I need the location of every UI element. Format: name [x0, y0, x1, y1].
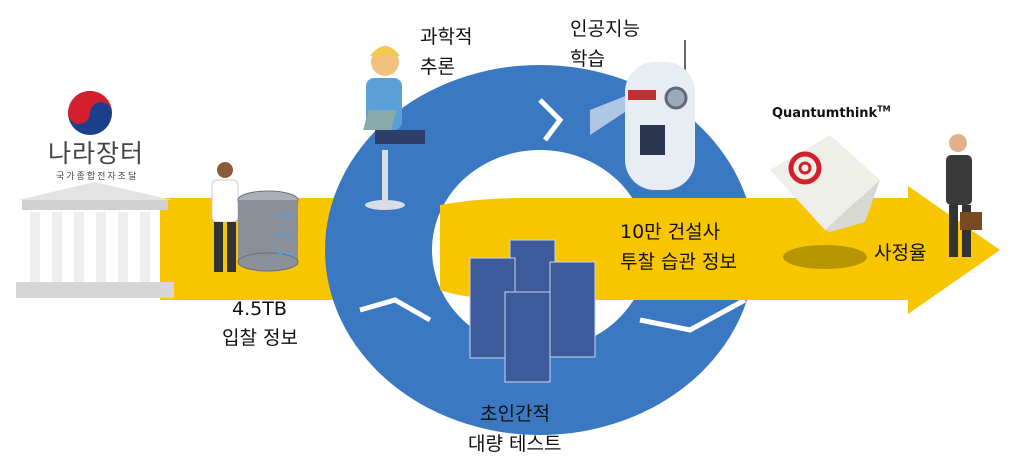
ring-segment-dividers [359, 98, 747, 333]
database-icon [237, 190, 299, 272]
scientist-figure-icon [363, 46, 425, 210]
data-size-label: 4.5TB [232, 298, 287, 320]
nara-logo-subtitle: 국가종합전자조달 [56, 172, 139, 182]
brand-trademark: TM [877, 104, 891, 114]
brand-name: QuantumthinkTM [772, 104, 891, 122]
reasoning-label-1: 과학적 [420, 26, 473, 48]
businessman-figure-icon [946, 134, 982, 257]
government-building-icon [16, 182, 174, 298]
server-racks-icon [469, 239, 596, 383]
ai-label-2: 학습 [570, 48, 605, 70]
nara-logo-icon [68, 91, 112, 135]
ai-label-1: 인공지능 [570, 18, 640, 40]
quantumthink-cube-icon [770, 135, 880, 269]
robot-icon [590, 40, 695, 190]
habits-label-2: 투찰 습관 정보 [620, 251, 737, 273]
data-desc-label: 입찰 정보 [222, 327, 298, 349]
result-label: 사정율 [874, 242, 927, 264]
nara-logo-text: 나라장터 [48, 139, 145, 168]
test-label-2: 대량 테스트 [468, 433, 562, 455]
test-label-1: 초인간적 [480, 403, 550, 425]
habits-label-1: 10만 건설사 [620, 221, 721, 243]
analyst-figure-icon [211, 162, 239, 272]
reasoning-label-2: 추론 [420, 56, 455, 78]
brand-name-text: Quantumthink [772, 106, 878, 121]
